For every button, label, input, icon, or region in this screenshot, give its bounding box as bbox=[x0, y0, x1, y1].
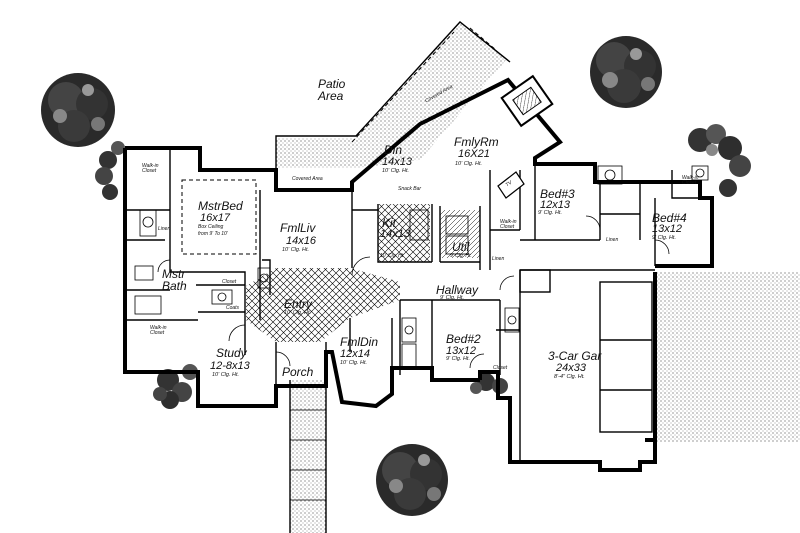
fmlliv-dim: 14x16 bbox=[286, 235, 316, 247]
doors bbox=[157, 215, 670, 369]
exterior-walls bbox=[123, 77, 714, 472]
covered-area-top-texture bbox=[356, 22, 506, 168]
fmldin-dim: 12x14 bbox=[340, 348, 370, 360]
mstrbed-dim: 16x17 bbox=[200, 212, 230, 224]
bed4-name: Bed#4 bbox=[652, 211, 687, 225]
garage-note: 8'-4" Clg. Ht. bbox=[554, 374, 585, 380]
garage-name: 3-Car Gar bbox=[548, 349, 602, 363]
fmlliv-name: FmlLiv bbox=[280, 221, 316, 235]
tree-top-center bbox=[590, 36, 662, 108]
garage-storage bbox=[599, 281, 653, 433]
closet-left-label: Closet bbox=[222, 279, 237, 285]
bed4-note: 9' Clg. Ht. bbox=[652, 235, 676, 241]
tree-left bbox=[41, 73, 115, 147]
tree-bottom-center bbox=[376, 444, 448, 516]
study-name: Study bbox=[216, 346, 247, 360]
mstrbed-note1: Box Ceiling bbox=[198, 224, 224, 230]
shrubs-left bbox=[95, 141, 125, 200]
covered-area-left-label: Covered Area bbox=[292, 176, 323, 182]
fixtures bbox=[134, 165, 709, 369]
kit-note: 10' Clg. Ht. bbox=[380, 253, 405, 259]
linen-right-label: Linen bbox=[606, 237, 619, 243]
interior-walls bbox=[125, 150, 712, 386]
kit-name: Kit bbox=[382, 216, 397, 230]
din-name: Din bbox=[384, 143, 403, 157]
shrubs-bottom-left bbox=[153, 364, 198, 409]
hallway-name: Hallway bbox=[436, 283, 479, 297]
right-ground-texture bbox=[655, 272, 800, 442]
fmldin-note: 10' Clg. Ht. bbox=[340, 360, 368, 366]
bed4-dim: 13x12 bbox=[652, 223, 682, 235]
util-name: Util bbox=[452, 240, 470, 254]
linen-left-label: Linen bbox=[158, 226, 171, 232]
garage-dim: 24x33 bbox=[556, 362, 586, 374]
fireplace bbox=[500, 74, 554, 128]
bed3-dim: 12x13 bbox=[540, 199, 570, 211]
snack-bar-label: Snack Bar bbox=[398, 186, 422, 192]
coats-label: Coats bbox=[226, 305, 240, 311]
hallway-note: 9' Clg. Ht. bbox=[440, 295, 464, 301]
shrubs-bottom-middle bbox=[470, 373, 508, 394]
bed3-note: 9' Clg. Ht. bbox=[538, 210, 562, 216]
mstrbed-note2: from 9' To 10' bbox=[198, 231, 228, 237]
fmlyrm-note: 10' Clg. Ht. bbox=[455, 161, 483, 167]
fmldin-name: FmlDin bbox=[340, 335, 378, 349]
study-dim: 12-8x13 bbox=[210, 360, 250, 372]
bed2-dim: 13x12 bbox=[446, 345, 476, 357]
covered-area-left-texture bbox=[276, 138, 356, 168]
walkway-texture bbox=[290, 380, 326, 533]
entry-floor bbox=[246, 268, 400, 342]
box-ceiling-outline bbox=[181, 179, 257, 255]
porch-name: Porch bbox=[282, 365, 314, 379]
fmlyrm-dim: 16X21 bbox=[458, 148, 490, 160]
entry-name: Entry bbox=[284, 297, 313, 311]
fmlliv-note: 10' Clg. Ht. bbox=[282, 247, 310, 253]
kitchen-floor bbox=[378, 204, 430, 262]
bed3-name: Bed#3 bbox=[540, 187, 575, 201]
bed2-name: Bed#2 bbox=[446, 332, 481, 346]
bed2-note: 9' Clg. Ht. bbox=[446, 356, 470, 362]
din-dim: 14x13 bbox=[382, 156, 412, 168]
kit-dim: 14x13 bbox=[380, 228, 410, 240]
shrubs-right bbox=[688, 124, 751, 197]
entry-note: 10' Clg. Ht. bbox=[284, 310, 312, 316]
fmlyrm-name: FmlyRm bbox=[454, 135, 499, 149]
closet-bed2-label: Closet bbox=[493, 365, 508, 371]
util-note: 9' Clg. Ht. bbox=[450, 253, 472, 259]
linen-util-label: Linen bbox=[492, 256, 505, 262]
din-note: 10' Clg. Ht. bbox=[382, 168, 410, 174]
study-note: 10' Clg. Ht. bbox=[212, 372, 240, 378]
mstrbed-name: MstrBed bbox=[198, 199, 243, 213]
